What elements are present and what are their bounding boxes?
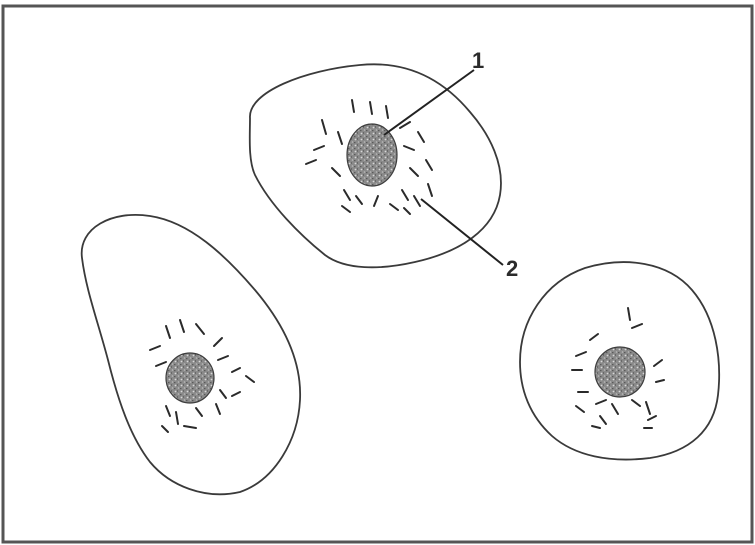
cell-left [82,215,300,494]
cell-left-nucleus [166,353,214,403]
label-1: 1 [472,48,484,73]
label-2: 2 [506,256,518,281]
figure-border [3,6,752,542]
label-2-leader [421,199,503,265]
cell-right [520,262,719,459]
cell-top [250,64,501,267]
cell-right-nucleus [595,347,645,397]
cell-top-nucleus [347,124,397,186]
